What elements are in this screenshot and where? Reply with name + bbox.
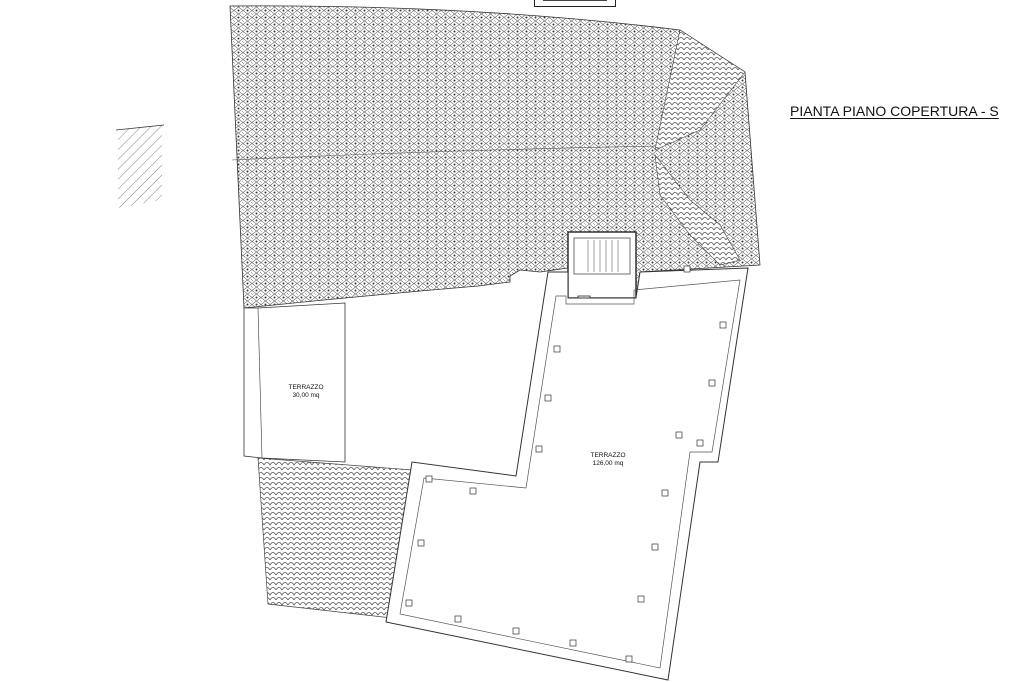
room-label-terrazzo-small: TERRAZZO 30,00 mq: [276, 384, 336, 400]
room-area: 126,00 mq: [592, 460, 624, 467]
roof-tile-pitch-lower: [257, 457, 413, 619]
terrazzo-small-area: [243, 302, 346, 463]
room-name: TERRAZZO: [288, 384, 324, 391]
hatched-wall-section: [115, 124, 165, 208]
room-label-terrazzo-large: TERRAZZO 126,00 mq: [578, 452, 638, 468]
terrazzo-large-area: [385, 265, 749, 681]
room-area: 30,00 mq: [292, 392, 320, 399]
room-name: TERRAZZO: [590, 452, 626, 459]
plan-title: PIANTA PIANO COPERTURA - S: [790, 103, 999, 119]
roof-tile-pitch-right: [654, 29, 746, 266]
stair-core: [567, 231, 637, 323]
title-block-stamp: [534, 0, 616, 7]
